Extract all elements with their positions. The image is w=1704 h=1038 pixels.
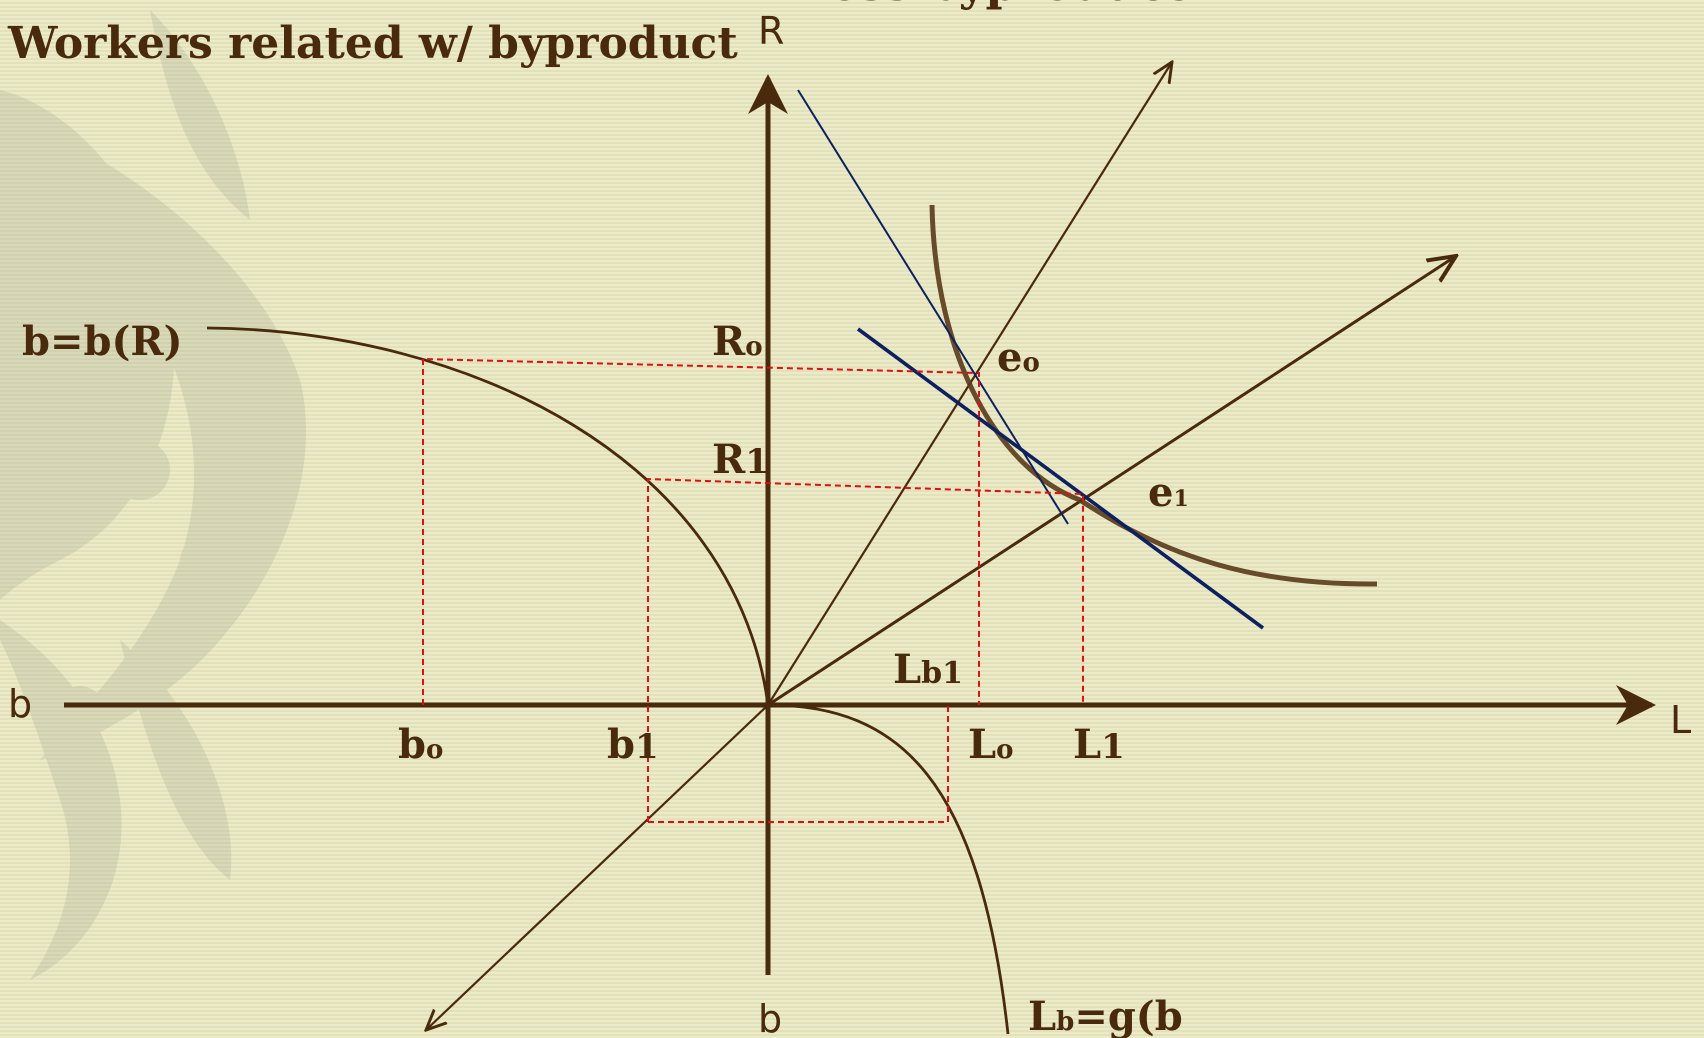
label-lb-function: Lb=g(b bbox=[1028, 993, 1183, 1038]
label-l0: Lo bbox=[968, 721, 1013, 768]
axis-label-b-left: b bbox=[8, 682, 32, 726]
label-lb1: Lb1 bbox=[893, 646, 963, 693]
tangent-line-thin bbox=[797, 89, 1069, 525]
ray-e1 bbox=[767, 256, 1456, 707]
label-b-of-r: b=b(R) bbox=[22, 318, 183, 365]
decorative-ornament bbox=[0, 10, 307, 980]
axis-label-r: R bbox=[758, 9, 784, 53]
lb-g-curve bbox=[767, 703, 1010, 1035]
label-r0: Ro bbox=[712, 318, 763, 365]
label-r1: R1 bbox=[712, 436, 769, 483]
label-l1: L1 bbox=[1073, 721, 1125, 768]
b-of-r-curve bbox=[206, 326, 770, 706]
label-b0: bo bbox=[398, 721, 443, 768]
axis-label-b-bottom: b bbox=[758, 997, 782, 1038]
title-top: less byproduct bbox=[812, 0, 1188, 11]
label-b1: b1 bbox=[607, 721, 659, 768]
tangent-line-thick bbox=[856, 327, 1265, 630]
title-left: Workers related w/ byproduct bbox=[7, 18, 738, 69]
label-e1: e1 bbox=[1148, 469, 1189, 516]
dashed-guides bbox=[422, 357, 1084, 823]
ray-third-quadrant bbox=[426, 704, 769, 1030]
indifference-curve bbox=[929, 204, 1378, 587]
label-e0: eo bbox=[997, 334, 1040, 381]
axis-label-l: L bbox=[1670, 698, 1691, 742]
